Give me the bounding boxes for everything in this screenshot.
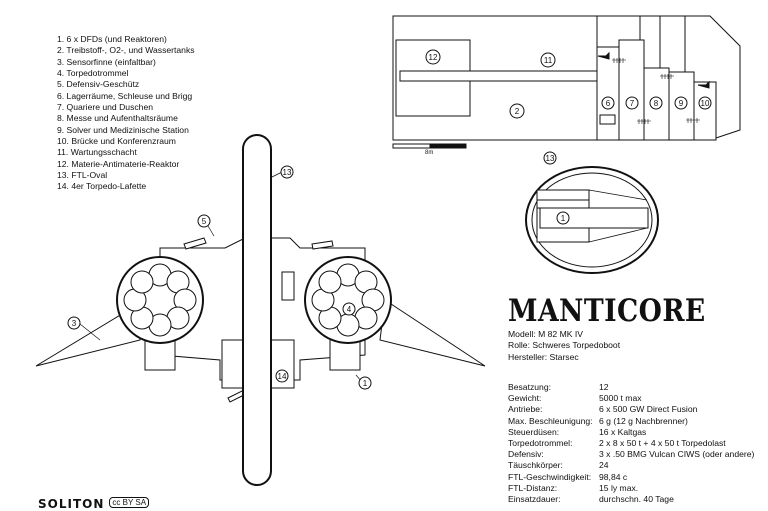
callout-13-front: 13 bbox=[546, 154, 555, 163]
spec-key: Steuerdüsen: bbox=[508, 426, 560, 437]
callout-11: 11 bbox=[544, 56, 553, 65]
spec-row: Torpedotrommel: 2 x 8 x 50 t + 4 x 50 t T… bbox=[508, 438, 754, 449]
spec-key: Einsatzdauer: bbox=[508, 494, 561, 505]
scale-label: 8m bbox=[425, 150, 434, 156]
legend-item: 11. Wartungsschacht bbox=[57, 147, 137, 158]
legend-item: 6. Lagerräume, Schleuse und Brigg bbox=[57, 90, 193, 101]
legend-item: 12. Materie-Antimaterie-Reaktor bbox=[57, 158, 180, 169]
spec-value: 5000 t max bbox=[599, 393, 642, 404]
spec-row: Besatzung: 12 bbox=[508, 382, 754, 393]
spec-key: Besatzung: bbox=[508, 382, 551, 392]
spec-value: 6 x 500 GW Direct Fusion bbox=[599, 404, 698, 415]
spec-row: Defensiv: 3 x .50 BMG Vulcan CIWS (oder a… bbox=[508, 449, 754, 460]
meta-line: Hersteller: Starsec bbox=[508, 351, 579, 362]
airlock-marker bbox=[597, 51, 610, 60]
legend-item: 13. FTL-Oval bbox=[57, 170, 108, 181]
callout-10: 10 bbox=[701, 99, 710, 108]
callout-6: 6 bbox=[606, 99, 611, 108]
spec-key: Gewicht: bbox=[508, 393, 542, 404]
callout-7: 7 bbox=[630, 99, 635, 108]
side-section-view bbox=[392, 15, 741, 149]
legend-item: 7. Quariere und Duschen bbox=[57, 102, 154, 113]
callout-5: 5 bbox=[202, 217, 207, 226]
spec-row: Täuschkörper: 24 bbox=[508, 460, 754, 471]
meta-line: Modell: M 82 MK IV bbox=[508, 329, 583, 339]
legend-item: 10. Brücke und Konferenzraum bbox=[57, 136, 176, 147]
scale-bar bbox=[392, 143, 467, 149]
callout-9: 9 bbox=[679, 99, 684, 108]
callout-1-front: 1 bbox=[561, 214, 566, 223]
legend-item: 2. Treibstoff-, O2-, und Wassertanks bbox=[57, 45, 195, 56]
cargo-box bbox=[599, 114, 616, 125]
spec-value: 6 g (12 g Nachbrenner) bbox=[599, 415, 688, 426]
legend: 1. 6 x DFDs (und Reaktoren)2. Treibstoff… bbox=[57, 34, 195, 193]
legend-item: 5. Defensiv-Geschütz bbox=[57, 79, 140, 90]
spec-key: Torpedotrommel: bbox=[508, 438, 573, 449]
spec-value: 24 bbox=[599, 460, 609, 471]
callout-8: 8 bbox=[654, 99, 659, 108]
spec-row: Gewicht: 5000 t max bbox=[508, 393, 754, 404]
spec-key: Täuschkörper: bbox=[508, 460, 563, 471]
ftl-oval bbox=[242, 134, 272, 486]
bridge-marker bbox=[697, 80, 710, 89]
callout-12: 12 bbox=[429, 53, 438, 62]
spec-row: Antriebe: 6 x 500 GW Direct Fusion bbox=[508, 404, 754, 415]
callout-4: 4 bbox=[347, 305, 352, 314]
legend-item: 9. Solver und Medizinische Station bbox=[57, 124, 189, 135]
spec-value: 2 x 8 x 50 t + 4 x 50 t Torpedolast bbox=[599, 438, 726, 449]
callout-2: 2 bbox=[515, 107, 520, 116]
callout-1: 1 bbox=[363, 379, 368, 388]
ship-title: MANTICORE bbox=[508, 293, 706, 329]
spec-key: Max. Beschleunigung: bbox=[508, 415, 593, 426]
legend-item: 1. 6 x DFDs (und Reaktoren) bbox=[57, 34, 167, 44]
spec-row: Steuerdüsen: 16 x Kaltgas bbox=[508, 427, 754, 438]
logo-text: SOLITON bbox=[38, 497, 105, 511]
room-10 bbox=[693, 81, 717, 141]
soliton-logo: SOLITON cc BY SA bbox=[38, 496, 150, 511]
callout-3: 3 bbox=[72, 319, 77, 328]
spec-value: 3 x .50 BMG Vulcan CIWS (oder andere) bbox=[599, 449, 755, 460]
legend-item: 3. Sensorfinne (einfaltbar) bbox=[57, 56, 156, 67]
spec-key: Defensiv: bbox=[508, 449, 544, 460]
top-view bbox=[35, 134, 486, 486]
sensor-fin-right bbox=[379, 299, 486, 367]
spec-key: Antriebe: bbox=[508, 404, 543, 415]
spec-key: FTL-Distanz: bbox=[508, 482, 558, 493]
room-7 bbox=[618, 39, 645, 141]
callout-13-top: 13 bbox=[283, 168, 292, 177]
spec-value: 15 ly max. bbox=[599, 482, 639, 493]
front-view bbox=[525, 151, 659, 274]
callout-14: 14 bbox=[278, 372, 287, 381]
meta-line: Rolle: Schweres Torpedoboot bbox=[508, 340, 621, 351]
legend-item: 4. Torpedotrommel bbox=[57, 68, 129, 79]
legend-item: 8. Messe und Aufenthaltsräume bbox=[57, 113, 178, 124]
spec-row: Max. Beschleunigung: 6 g (12 g Nachbrenne… bbox=[508, 416, 754, 427]
spec-value: 12 bbox=[599, 382, 609, 392]
room-6 bbox=[596, 46, 620, 141]
legend-item: 14. 4er Torpedo-Lafette bbox=[57, 181, 147, 192]
maintenance-shaft bbox=[399, 70, 599, 82]
spec-key: FTL-Geschwindigkeit: bbox=[508, 471, 592, 482]
spec-value: 16 x Kaltgas bbox=[599, 426, 647, 437]
license-badge: cc BY SA bbox=[109, 497, 150, 508]
spec-row: FTL-Distanz: 15 ly max. bbox=[508, 483, 754, 494]
spec-value: 98,84 c bbox=[599, 471, 628, 482]
spec-row: Einsatzdauer: durchschn. 40 Tage bbox=[508, 494, 754, 505]
spec-row: FTL-Geschwindigkeit: 98,84 c bbox=[508, 472, 754, 483]
spec-value: durchschn. 40 Tage bbox=[599, 494, 674, 505]
